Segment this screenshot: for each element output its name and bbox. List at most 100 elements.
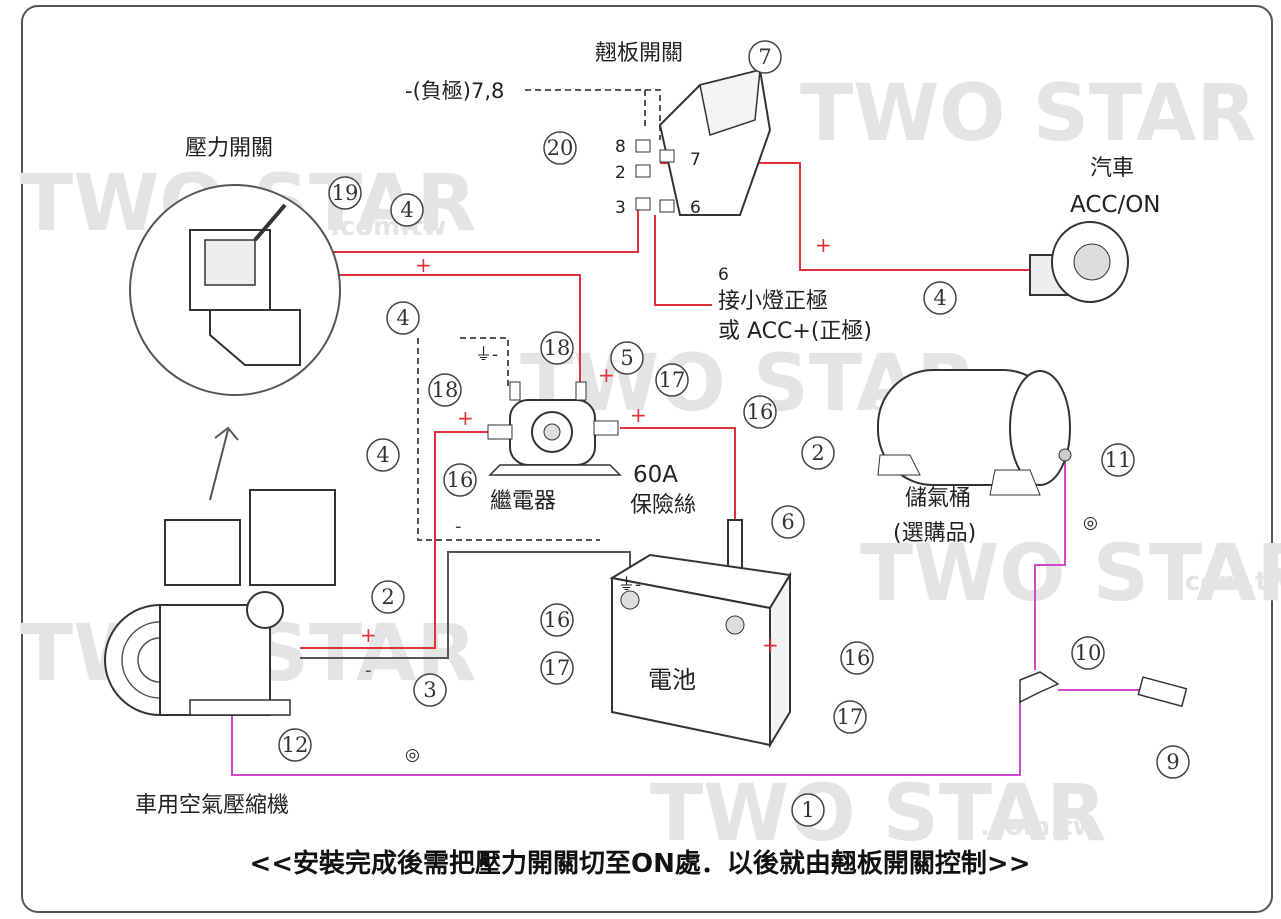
- callout-number: 6: [781, 510, 794, 534]
- wire-pressure-to-relay: [270, 274, 581, 405]
- callout-number: 4: [396, 306, 409, 330]
- rocker-switch-cap: [699, 69, 761, 136]
- fuse: [727, 519, 743, 571]
- battery-side: [769, 571, 791, 749]
- watermark: TWO STAR: [860, 529, 1281, 619]
- wire-neg-7-8-dashed: [525, 89, 661, 140]
- footer-instruction: <<安裝完成後需把壓力開關切至ON處．以後就由翹板開關控制>>: [249, 848, 1030, 879]
- air-hose: [231, 700, 1021, 776]
- compressor-switch-box: [164, 519, 241, 586]
- label-tank-optional: (選購品): [893, 521, 976, 546]
- callout-number: 18: [432, 378, 459, 402]
- callout-number: 17: [659, 368, 686, 392]
- label-neg-pole: -(負極)7,8: [405, 79, 504, 103]
- callout-number: 10: [1075, 641, 1102, 665]
- callout-number: 4: [933, 286, 946, 310]
- callout-number: 1: [801, 798, 814, 822]
- pressure-switch-bracket: [209, 309, 301, 366]
- rocker-switch-pin: [659, 149, 675, 163]
- pressure-switch-terminals: [204, 239, 256, 286]
- compressor-base: [189, 699, 291, 716]
- relay-terminal-left: [487, 424, 513, 440]
- callout-number: 16: [844, 646, 871, 670]
- air-tank-foot: [989, 469, 1041, 496]
- callout-circle: [540, 603, 574, 637]
- callout-circle: [386, 301, 420, 335]
- callout-number: 11: [1105, 448, 1132, 472]
- plus-sign: +: [360, 623, 377, 647]
- minus-sign: -: [365, 660, 372, 681]
- callout-circle: [366, 438, 400, 472]
- callout-circle: [743, 395, 777, 429]
- callout-number: 16: [747, 400, 774, 424]
- air-tank: [877, 369, 1072, 496]
- relay: [487, 381, 622, 476]
- callout-number: 7: [758, 45, 771, 69]
- label-term6-line1: 接小燈正極: [718, 289, 828, 314]
- ignition-key: [1029, 221, 1129, 303]
- callout-circle: [413, 673, 447, 707]
- label-compressor: 車用空氣壓縮機: [135, 793, 289, 818]
- callout-circle: [278, 728, 312, 762]
- air-tank-end: [1009, 370, 1071, 486]
- callout-number: 3: [423, 678, 436, 702]
- callout-number: 9: [1166, 750, 1179, 774]
- pin-label: 7: [690, 150, 701, 170]
- label-acc-on: ACC/ON: [1070, 192, 1161, 218]
- callout-circle: [1156, 745, 1190, 779]
- air-tank-foot: [877, 454, 921, 476]
- y-connector: [1019, 671, 1060, 704]
- wire-switch6-acc: [654, 215, 712, 306]
- callout-number: 19: [332, 181, 359, 205]
- label-term6-line2: 或 ACC+(正極): [718, 319, 872, 344]
- callout-number: 2: [381, 585, 394, 609]
- callout-number: 4: [376, 443, 389, 467]
- callout-number: 2: [811, 441, 824, 465]
- pin-label: 2: [615, 163, 626, 183]
- callout-circle: [428, 373, 462, 407]
- callout-circle: [771, 505, 805, 539]
- fitting-symbol: ◎: [405, 745, 420, 765]
- plus-sign: +: [415, 253, 432, 277]
- label-rocker-switch: 翹板開關: [595, 41, 683, 66]
- wire-switch3-pressure: [268, 210, 639, 253]
- battery: [609, 553, 792, 749]
- relay-small-terminal: [575, 381, 587, 401]
- callout-number: 16: [544, 608, 571, 632]
- pin-label: 3: [615, 198, 626, 218]
- callout-circle: [610, 341, 644, 375]
- callout-circle: [840, 641, 874, 675]
- callout-circle: [655, 363, 689, 397]
- wire-relay-to-compressor: [300, 431, 490, 649]
- callout-number: 4: [400, 198, 413, 222]
- label-fuse-rating: 60A: [633, 462, 678, 488]
- rocker-switch: [635, 68, 772, 216]
- rocker-switch-pin: [635, 197, 651, 211]
- label-term6-num: 6: [718, 265, 729, 285]
- watermark-suffix: .com.tw: [1175, 567, 1281, 597]
- plus-sign: +: [598, 363, 615, 387]
- watermark-suffix: .com.tw: [330, 212, 447, 242]
- pin-label: 6: [690, 198, 701, 218]
- plus-sign: +: [815, 233, 832, 257]
- callout-circle: [791, 793, 825, 827]
- wire-neg-ground-dashed: [460, 337, 509, 390]
- callout-circle: [748, 40, 782, 74]
- pointer-arrow: [209, 426, 239, 501]
- quick-coupler: [1137, 676, 1188, 708]
- rocker-switch-pin: [635, 164, 651, 178]
- ignition-key-slot: [1073, 243, 1111, 281]
- rocker-switch-pin: [635, 139, 651, 153]
- callout-number: 16: [447, 468, 474, 492]
- pin-label: 8: [615, 137, 626, 157]
- rocker-switch-pin: [659, 199, 675, 213]
- callout-number: 18: [544, 336, 571, 360]
- callout-circle: [1101, 443, 1135, 477]
- pressure-switch-detail: [129, 184, 341, 501]
- label-car: 汽車: [1090, 156, 1134, 181]
- plus-sign: +: [762, 633, 779, 657]
- compressor-cylinder: [249, 489, 336, 586]
- watermark-suffix: .com.tw: [980, 812, 1097, 842]
